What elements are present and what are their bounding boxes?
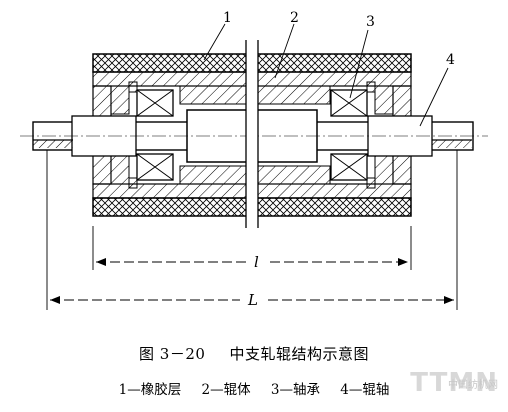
callout-leaders [203, 23, 449, 127]
dimension-total-length [46, 150, 458, 310]
total-length-label: L [247, 291, 258, 309]
figure-caption: 图 3－20 中支轧辊结构示意图 [0, 343, 508, 364]
legend-item: 3—轴承 [270, 382, 320, 398]
callout-4: 4 [446, 52, 455, 68]
legend-item: 4—辊轴 [340, 382, 390, 398]
legend-item: 2—辊体 [201, 382, 251, 398]
shaft-supports [33, 139, 472, 148]
watermark-site: 中国纺机网 [448, 380, 498, 391]
figure-title: 中支轧辊结构示意图 [229, 345, 369, 363]
inner-length-label: l [254, 253, 259, 271]
dimension-inner-length [92, 226, 412, 270]
callout-3: 3 [366, 14, 375, 30]
legend-item: 1—橡胶层 [118, 382, 182, 398]
parts-legend: 1—橡胶层 2—辊体 3—轴承 4—辊轴 [0, 378, 508, 398]
callout-2: 2 [290, 10, 299, 26]
figure-number: 图 3－20 [139, 345, 206, 363]
callout-1: 1 [223, 10, 232, 26]
watermark-logo: TTMN [410, 368, 498, 398]
section-break [245, 40, 259, 230]
bearings [128, 81, 376, 189]
